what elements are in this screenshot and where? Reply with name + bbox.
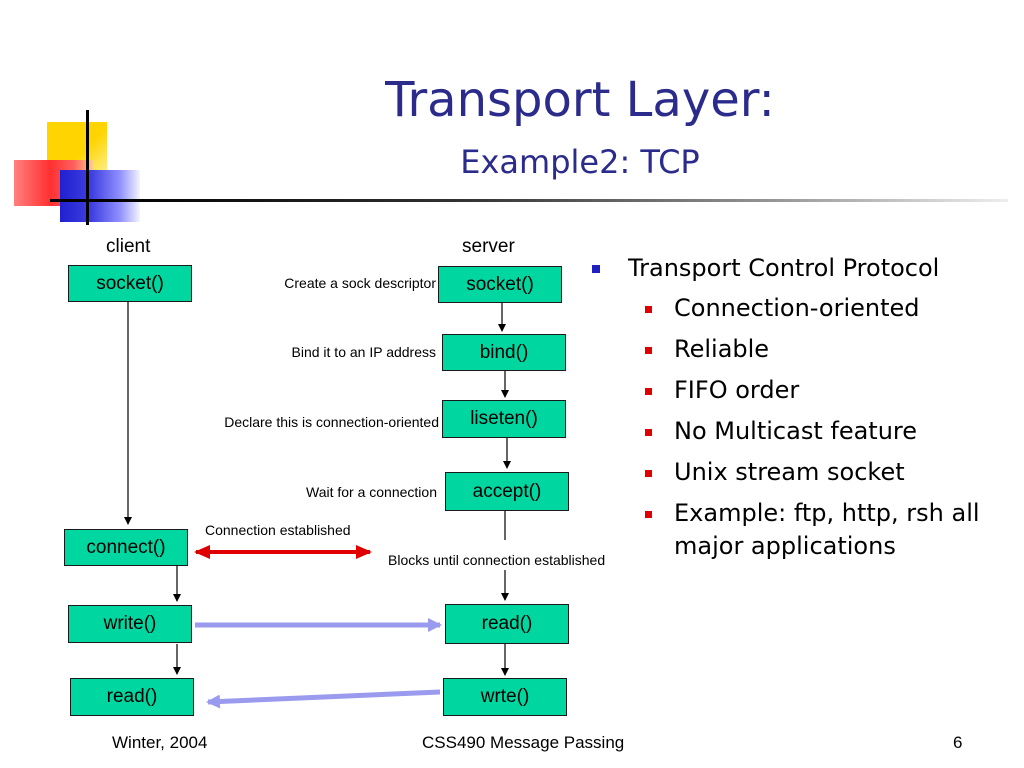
footer-date: Winter, 2004 [112, 733, 208, 752]
bullet-main: Transport Control Protocol [590, 252, 1010, 284]
sub-bullet-square-icon [645, 429, 652, 436]
note-connection-established: Connection established [205, 522, 351, 538]
note-accept: Wait for a connection [306, 484, 437, 500]
logo-vertical-line [86, 110, 89, 225]
sub-bullet-square-icon [645, 511, 652, 518]
client-label: client [106, 236, 151, 257]
slide-title: Transport Layer: [385, 72, 775, 128]
bullet-sub: Reliable [590, 333, 1010, 366]
server-bind-box: bind() [442, 334, 566, 371]
client-write-box: write() [68, 605, 192, 643]
logo-horizontal-line [50, 199, 110, 202]
note-listen: Declare this is connection-oriented [224, 414, 439, 430]
server-read-box: read() [445, 604, 569, 644]
sub-bullet-square-icon [645, 388, 652, 395]
client-connect-box: connect() [64, 529, 188, 566]
bullet-sub: FIFO order [590, 374, 1010, 407]
sub-bullet-square-icon [645, 306, 652, 313]
bullet-sub: Example: ftp, http, rsh all major applic… [590, 497, 1010, 563]
note-bind: Bind it to an IP address [291, 344, 437, 360]
bullet-sub-text: Unix stream socket [674, 458, 905, 486]
bullet-sub: Connection-oriented [590, 292, 1010, 325]
server-listen-box: liseten() [442, 400, 566, 438]
bullet-sub-text: Reliable [674, 335, 770, 363]
client-socket-box: socket() [68, 265, 192, 302]
title-underline [108, 199, 1008, 202]
server-write-box: wrte() [443, 678, 567, 716]
server-label: server [462, 236, 515, 257]
server-socket-box: socket() [438, 266, 562, 303]
bullet-sub-text: Connection-oriented [674, 294, 920, 322]
bullet-square-icon [592, 265, 600, 273]
server-accept-box: accept() [445, 472, 569, 511]
bullet-sub-text: FIFO order [674, 376, 800, 404]
slide-subtitle: Example2: TCP [460, 143, 700, 181]
wrte-to-read-data-arrow [206, 689, 441, 709]
bullet-main-text: Transport Control Protocol [628, 254, 940, 282]
footer-course: CSS490 Message Passing [422, 733, 625, 752]
bullet-sub-text: No Multicast feature [674, 417, 918, 445]
footer-page-number: 6 [953, 733, 963, 752]
bullet-sub: No Multicast feature [590, 415, 1010, 448]
note-create-socket: Create a sock descriptor [284, 275, 436, 291]
sub-bullet-square-icon [645, 347, 652, 354]
bullet-sub: Unix stream socket [590, 456, 1010, 489]
client-read-box: read() [70, 678, 194, 716]
logo-blue-bar [60, 170, 140, 222]
sub-bullet-square-icon [645, 470, 652, 477]
bullet-list: Transport Control Protocol Connection-or… [590, 252, 1010, 571]
note-blocks-until-connection: Blocks until connection established [388, 552, 606, 568]
bullet-sub-text: Example: ftp, http, rsh all major applic… [674, 499, 980, 560]
